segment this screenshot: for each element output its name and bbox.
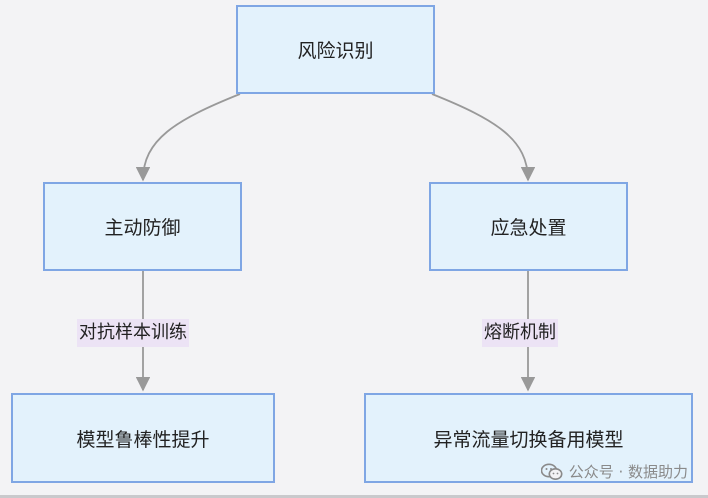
wechat-icon	[540, 463, 563, 480]
node-label: 风险识别	[297, 40, 374, 62]
edge-risk-to-defense	[135, 93, 241, 182]
node-emergency: 应急处置	[429, 182, 628, 271]
node-risk-identify: 风险识别	[236, 5, 435, 94]
node-label: 应急处置	[490, 217, 567, 239]
node-label: 异常流量切换备用模型	[433, 428, 624, 451]
watermark-text: 公众号 · 数据助力	[568, 463, 688, 481]
bottom-divider	[0, 495, 708, 498]
node-label: 模型鲁棒性提升	[76, 428, 210, 451]
watermark: 公众号 · 数据助力	[540, 461, 688, 482]
edge-risk-to-emergency	[431, 93, 536, 182]
node-active-defense: 主动防御	[43, 182, 242, 271]
node-robustness: 模型鲁棒性提升	[11, 393, 275, 483]
edge-label-circuit-breaker: 熔断机制	[482, 319, 558, 347]
node-label: 主动防御	[104, 217, 181, 239]
node-fallback: 异常流量切换备用模型	[364, 393, 693, 483]
edge-label-adversarial-training: 对抗样本训练	[77, 319, 189, 347]
